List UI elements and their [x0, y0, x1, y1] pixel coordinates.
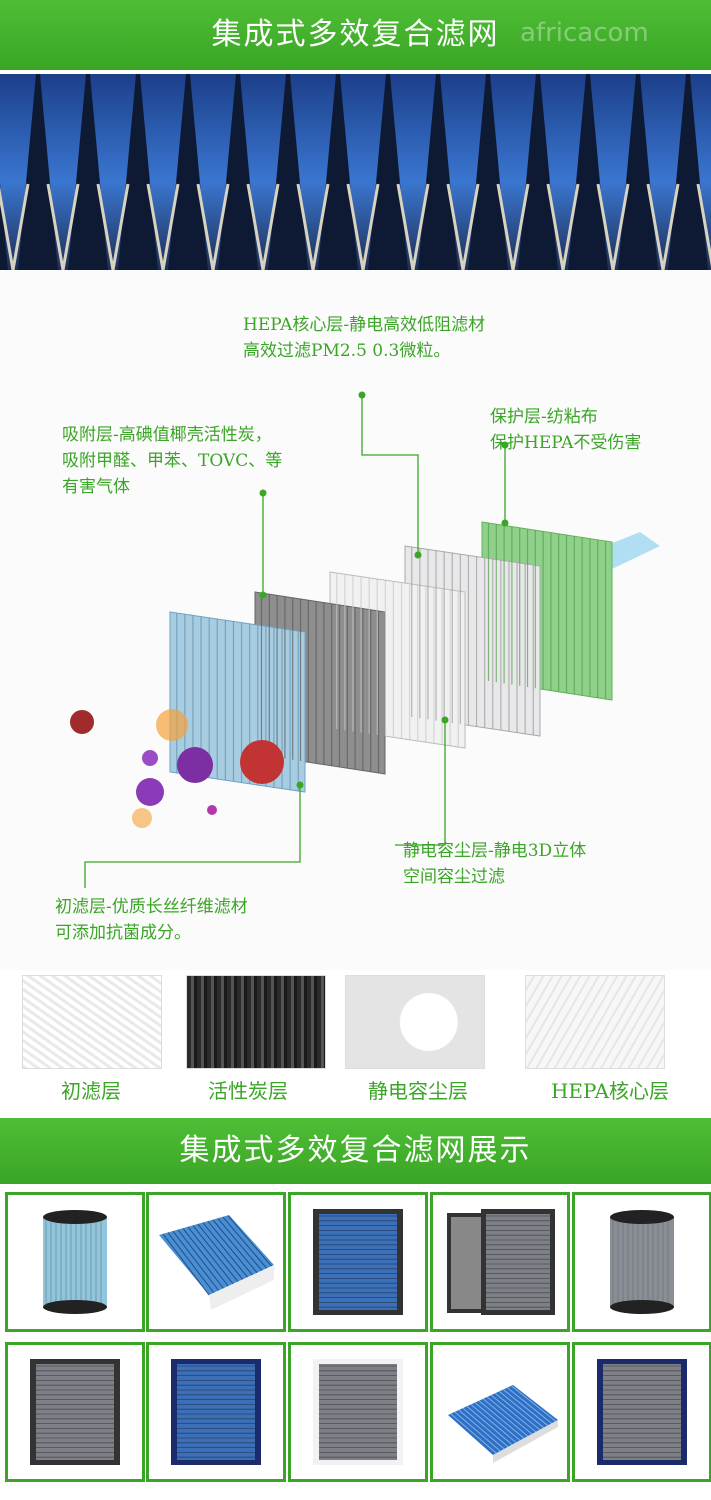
pleat: [640, 74, 686, 270]
particle-icon: [156, 709, 188, 741]
germ-icon: [136, 778, 164, 806]
product-cylinder-gray: [572, 1192, 711, 1332]
germ-icon: [142, 750, 158, 766]
pleat: [490, 74, 536, 270]
product-panel-gray-double: [430, 1192, 570, 1332]
product-cylinder-blue: [5, 1192, 145, 1332]
prefilter-label: 初滤层-优质长丝纤维滤材可添加抗菌成分。: [55, 897, 248, 943]
showcase-banner: 集成式多效复合滤网展示: [0, 1118, 711, 1184]
showcase-banner-title: 集成式多效复合滤网展示: [179, 1133, 532, 1168]
protect-label: 保护层-纺粘布保护HEPA不受伤害: [490, 407, 642, 453]
swatch-caption: 初滤层: [61, 1079, 121, 1103]
pleat: [390, 74, 436, 270]
static-swatch: [345, 975, 485, 1069]
pleat: [240, 74, 286, 270]
leader-line: [395, 720, 446, 846]
pleated-filter-photo: [0, 74, 711, 270]
prefilter-swatch: [22, 975, 162, 1069]
filter-layers-diagram: HEPA核心层-静电高效低阻滤材高效过滤PM2.5 0.3微粒。 吸附层-高碘值…: [0, 270, 711, 970]
swatch-caption: 活性炭层: [208, 1079, 288, 1103]
pleat: [190, 74, 236, 270]
product-panel-gray: [5, 1342, 145, 1482]
germ-icon: [70, 710, 94, 734]
product-panel-gray-white: [288, 1342, 428, 1482]
swatch-caption: HEPA核心层: [550, 1079, 670, 1103]
top-banner-title: 集成式多效复合滤网: [211, 17, 500, 52]
adsorb-label: 吸附层-高碘值椰壳活性炭，吸附甲醛、甲苯、TOVC、等有害气体: [62, 425, 283, 497]
pleat: [90, 74, 136, 270]
product-panel-blue: [288, 1192, 428, 1332]
pleat: [340, 74, 386, 270]
leader-line: [84, 785, 301, 888]
germ-icon: [240, 740, 284, 784]
hepa-swatch: [525, 975, 665, 1069]
watermark: africacom: [520, 18, 649, 48]
leader-line: [361, 395, 419, 555]
static-label: 静电容尘层-静电3D立体空间容尘过滤: [403, 841, 587, 887]
germ-icon: [207, 805, 217, 815]
pleat: [40, 74, 86, 270]
particle-icon: [132, 808, 152, 828]
product-panel-blue-frame: [146, 1342, 286, 1482]
product-car-filter-blue: [430, 1342, 570, 1482]
pleat: [140, 74, 186, 270]
product-panel-gray-frame: [572, 1342, 711, 1482]
pleat: [290, 74, 336, 270]
top-banner: 集成式多效复合滤网: [0, 0, 711, 70]
germ-icon: [177, 747, 213, 783]
hepa-label: HEPA核心层-静电高效低阻滤材高效过滤PM2.5 0.3微粒。: [243, 315, 486, 361]
pleat: [540, 74, 586, 270]
pleat: [590, 74, 636, 270]
product-pleat-blue: [146, 1192, 286, 1332]
pleat: [0, 74, 36, 270]
layers-illustration: [70, 391, 660, 888]
swatch-caption: 静电容尘层: [368, 1079, 468, 1103]
carbon-swatch: [186, 975, 326, 1069]
pleat: [440, 74, 486, 270]
